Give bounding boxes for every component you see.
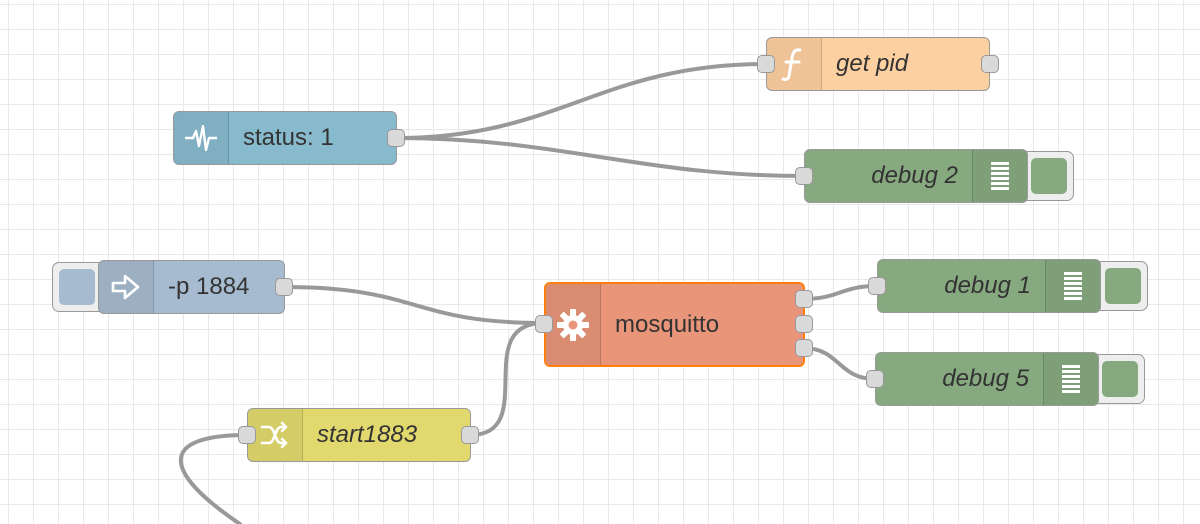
arrow-in-icon — [99, 261, 154, 313]
wire-mosquitto-to-debug-1[interactable] — [801, 284, 879, 301]
gear-icon — [546, 284, 601, 365]
wire-incoming-to-start1883[interactable] — [178, 433, 249, 524]
debug-1-node-label: debug 1 — [944, 272, 1031, 299]
debug-1-toggle-indicator — [1105, 268, 1141, 304]
get-pid-function-node[interactable]: get pid — [766, 37, 990, 91]
start1883-input-port[interactable] — [238, 426, 256, 444]
list-lines-icon — [1043, 353, 1098, 405]
debug-5-node-label: debug 5 — [942, 365, 1029, 392]
debug-5-toggle-indicator — [1102, 361, 1138, 397]
inject-node[interactable]: -p 1884 — [98, 260, 285, 314]
function-icon — [767, 38, 822, 90]
debug-2-node[interactable]: debug 2 — [804, 149, 1028, 203]
get-pid-node-label: get pid — [836, 50, 909, 77]
status-node[interactable]: status: 1 — [173, 111, 397, 165]
wire-mosquitto-to-debug-5[interactable] — [801, 346, 877, 381]
wire-inject-to-mosquitto[interactable] — [282, 285, 546, 325]
inject-node-label: -p 1884 — [168, 273, 250, 300]
shuffle-icon — [248, 409, 303, 461]
wire-status-to-debug-2[interactable] — [394, 136, 806, 178]
status-node-label: status: 1 — [243, 124, 334, 151]
mosquitto-node-label: mosquitto — [615, 310, 720, 338]
wire-start1883-to-mosquitto[interactable] — [468, 321, 546, 437]
start1883-change-node[interactable]: start1883 — [247, 408, 471, 462]
debug-2-input-port[interactable] — [795, 167, 813, 185]
debug-1-node[interactable]: debug 1 — [877, 259, 1101, 313]
debug-5-node[interactable]: debug 5 — [875, 352, 1099, 406]
start1883-node-label: start1883 — [317, 421, 418, 448]
status-output-port[interactable] — [387, 129, 405, 147]
debug-5-input-port[interactable] — [866, 370, 884, 388]
inject-output-port[interactable] — [275, 278, 293, 296]
mosquitto-exec-node[interactable]: mosquitto — [544, 282, 805, 367]
mosquitto-output-port-stdout[interactable] — [795, 290, 813, 308]
start1883-output-port[interactable] — [461, 426, 479, 444]
debug-1-input-port[interactable] — [868, 277, 886, 295]
mosquitto-output-port-return[interactable] — [795, 339, 813, 357]
inject-trigger-indicator — [59, 269, 95, 305]
debug-2-node-label: debug 2 — [871, 162, 958, 189]
wire-status-to-get-pid[interactable] — [394, 62, 768, 140]
pulse-icon — [174, 112, 229, 164]
get-pid-output-port[interactable] — [981, 55, 999, 73]
mosquitto-output-port-stderr[interactable] — [795, 315, 813, 333]
get-pid-input-port[interactable] — [757, 55, 775, 73]
debug-2-toggle-indicator — [1031, 158, 1067, 194]
list-lines-icon — [972, 150, 1027, 202]
mosquitto-input-port[interactable] — [535, 315, 553, 333]
list-lines-icon — [1045, 260, 1100, 312]
